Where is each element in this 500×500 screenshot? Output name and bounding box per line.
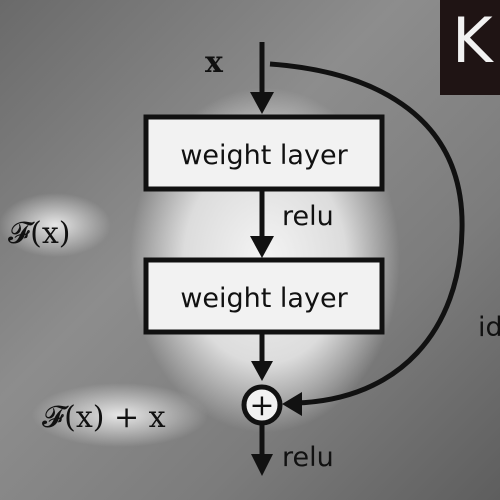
relu-out-label: relu	[282, 442, 334, 473]
output-arrowhead	[251, 454, 273, 476]
fx-label: 𝓕(x)	[8, 216, 70, 251]
weight-layer-2-label: weight layer	[180, 283, 348, 314]
mid-arrowhead	[250, 236, 274, 258]
input-arrowhead	[250, 92, 274, 114]
identity-arrowhead	[282, 392, 302, 416]
sum-label: 𝓕(x) + x	[42, 400, 166, 435]
identity-shortcut	[269, 61, 465, 406]
logo-letter: K	[452, 4, 493, 77]
weight-layer-2-box	[143, 257, 385, 335]
identity-label: id	[478, 312, 500, 343]
relu-mid-label: relu	[282, 201, 334, 232]
sum-node	[241, 384, 283, 426]
logo-badge	[440, 0, 500, 95]
weight-layer-1-box	[143, 114, 385, 192]
input-label: x	[205, 45, 224, 80]
weight-layer-1-label: weight layer	[180, 140, 348, 171]
sum-plus-symbol: +	[249, 388, 274, 423]
to-sum-arrowhead	[251, 361, 273, 381]
